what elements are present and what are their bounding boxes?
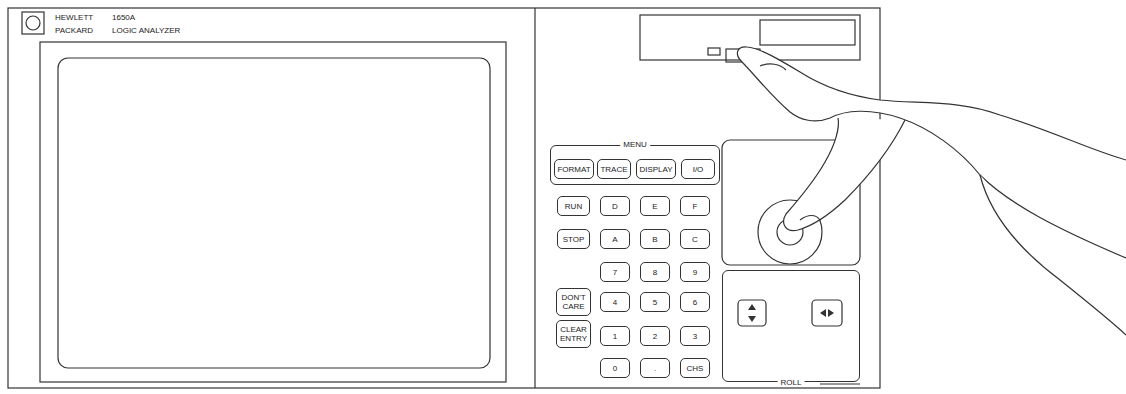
key-button: DISPLAY: [636, 159, 676, 179]
key-button: RUN: [557, 196, 590, 216]
key-group: MENUFORMATTRACEDISPLAYI/O: [550, 145, 720, 185]
key-button: E: [640, 196, 670, 216]
roll-rule: [820, 384, 860, 385]
key-label: 1: [613, 332, 617, 341]
key-button: A: [600, 229, 630, 249]
key-label: E: [652, 202, 657, 211]
key-label: F: [693, 202, 698, 211]
key-group: ROLL: [722, 270, 860, 382]
key-button: TRACE: [597, 159, 631, 179]
key-label: I/O: [693, 165, 704, 174]
key-label: 2: [653, 332, 657, 341]
key-label: D: [612, 202, 618, 211]
roll-leftright-key: [812, 300, 842, 326]
key-button: CLEAR ENTRY: [556, 320, 591, 348]
screen-bezel: [40, 42, 506, 382]
model-name: LOGIC ANALYZER: [112, 26, 180, 35]
key-label: 5: [653, 298, 657, 307]
roll-updown-key: [738, 300, 766, 326]
key-label: TRACE: [600, 165, 627, 174]
hand: [737, 47, 1126, 335]
key-button: FORMAT: [554, 159, 594, 179]
key-button: I/O: [681, 159, 715, 179]
model-name: 1650A: [112, 13, 135, 22]
group-label: ROLL: [778, 378, 805, 387]
key-label: RUN: [565, 202, 582, 211]
key-button: 5: [640, 292, 670, 312]
key-button: 6: [680, 292, 710, 312]
key-label: 7: [613, 268, 617, 277]
key-label: DON'T CARE: [558, 293, 589, 311]
key-button: 4: [600, 292, 630, 312]
key-label: A: [612, 235, 617, 244]
key-button: 2: [640, 326, 670, 346]
key-label: STOP: [563, 235, 585, 244]
key-label: 9: [693, 268, 697, 277]
disk-slot: [760, 20, 855, 45]
key-label: C: [692, 235, 698, 244]
key-label: 6: [693, 298, 697, 307]
key-button: 8: [640, 262, 670, 282]
key-button: CHS: [680, 358, 710, 378]
brand-name: PACKARD: [55, 26, 93, 35]
key-label: 0: [613, 364, 617, 373]
key-label: .: [654, 364, 656, 373]
key-label: FORMAT: [557, 165, 590, 174]
group-label: MENU: [620, 140, 650, 149]
key-button: 1: [600, 326, 630, 346]
leftright-arrows: [820, 309, 834, 317]
key-label: CHS: [687, 364, 704, 373]
panel-divider: [534, 8, 535, 388]
drive-led: [708, 48, 720, 55]
key-button: 3: [680, 326, 710, 346]
screen: [58, 58, 490, 368]
key-button: C: [680, 229, 710, 249]
key-button: D: [600, 196, 630, 216]
key-button: .: [640, 358, 670, 378]
key-button: DON'T CARE: [556, 288, 591, 316]
key-button: 7: [600, 262, 630, 282]
key-label: 8: [653, 268, 657, 277]
updown-arrows: [748, 304, 756, 322]
key-label: 4: [613, 298, 617, 307]
key-label: DISPLAY: [639, 165, 672, 174]
key-button: 0: [600, 358, 630, 378]
hp-logo-box: [22, 12, 44, 34]
key-label: B: [652, 235, 657, 244]
brand-name: HEWLETT: [55, 13, 93, 22]
key-button: STOP: [557, 229, 590, 249]
key-label: 3: [693, 332, 697, 341]
hp-logo: [26, 16, 40, 30]
key-button: B: [640, 229, 670, 249]
key-button: 9: [680, 262, 710, 282]
key-button: F: [680, 196, 710, 216]
key-label: CLEAR ENTRY: [558, 325, 589, 343]
